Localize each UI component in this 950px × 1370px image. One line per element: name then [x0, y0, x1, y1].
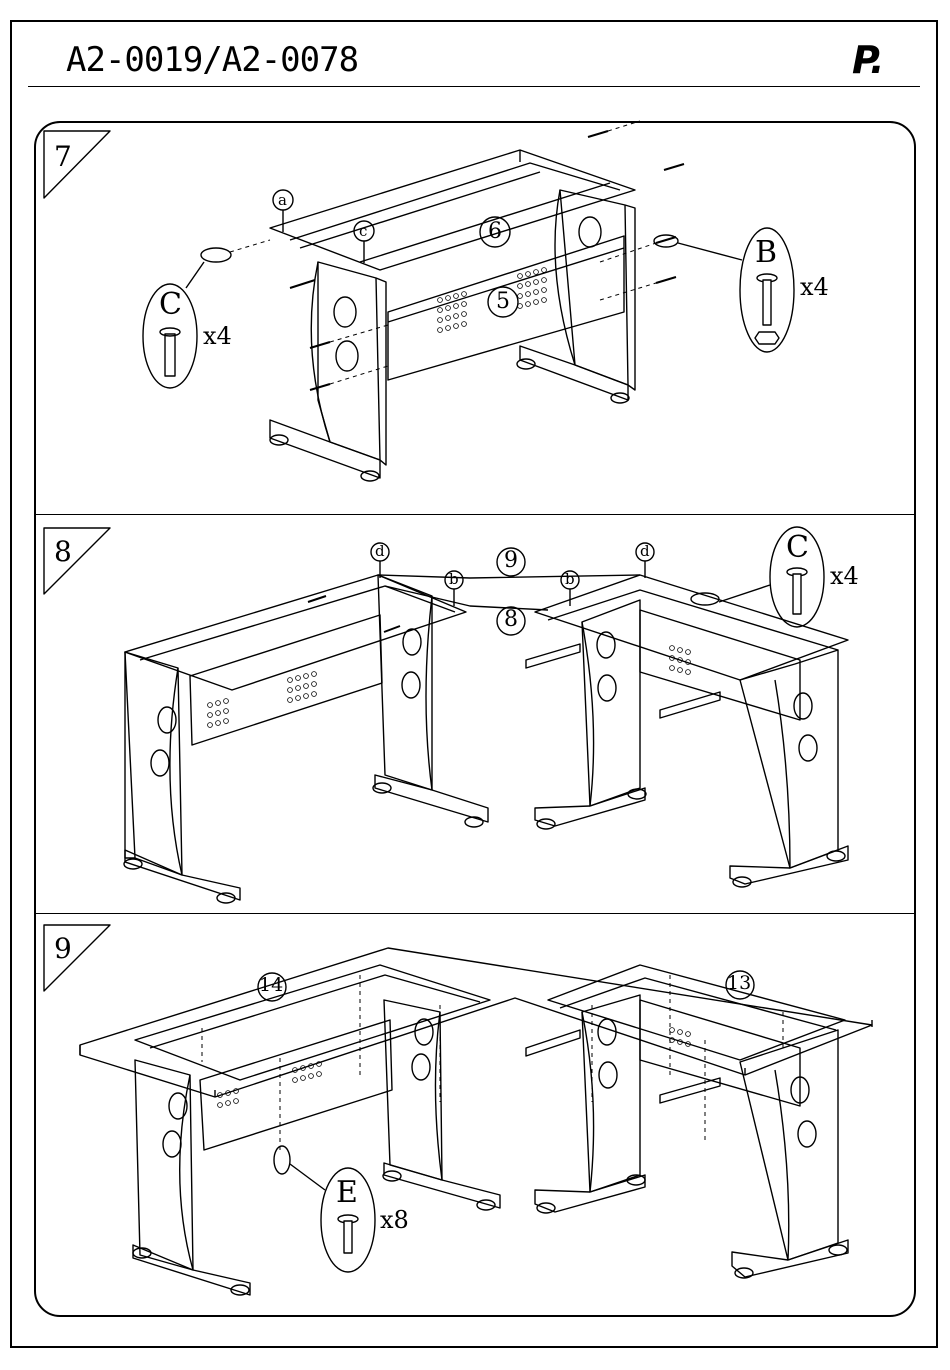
part-label-6: 6	[488, 219, 502, 244]
hardware-qty: x8	[380, 1206, 409, 1234]
label-b: b	[565, 570, 575, 588]
hardware-letter-c: C	[159, 287, 182, 322]
step-number: 8	[54, 535, 72, 568]
step-7-figure	[44, 121, 794, 481]
label-a: a	[278, 191, 287, 209]
hardware-qty: x4	[203, 322, 232, 350]
hardware-qty: x4	[800, 273, 829, 301]
part-label-5: 5	[496, 289, 510, 314]
step-8-figure	[44, 527, 848, 903]
part-label-9: 9	[504, 548, 518, 573]
hardware-letter-b: B	[755, 235, 777, 270]
label-d: d	[375, 542, 385, 560]
part-label-13: 13	[727, 972, 751, 994]
part-label-14: 14	[259, 974, 283, 996]
label-b: b	[449, 570, 459, 588]
label-d: d	[640, 542, 650, 560]
label-c: c	[359, 222, 367, 240]
step-number: 9	[54, 932, 72, 965]
hardware-letter-e: E	[336, 1175, 358, 1210]
step-number: 7	[54, 140, 72, 173]
part-label-8: 8	[504, 607, 518, 632]
hardware-letter-c: C	[786, 530, 809, 565]
hardware-qty: x4	[830, 562, 859, 590]
